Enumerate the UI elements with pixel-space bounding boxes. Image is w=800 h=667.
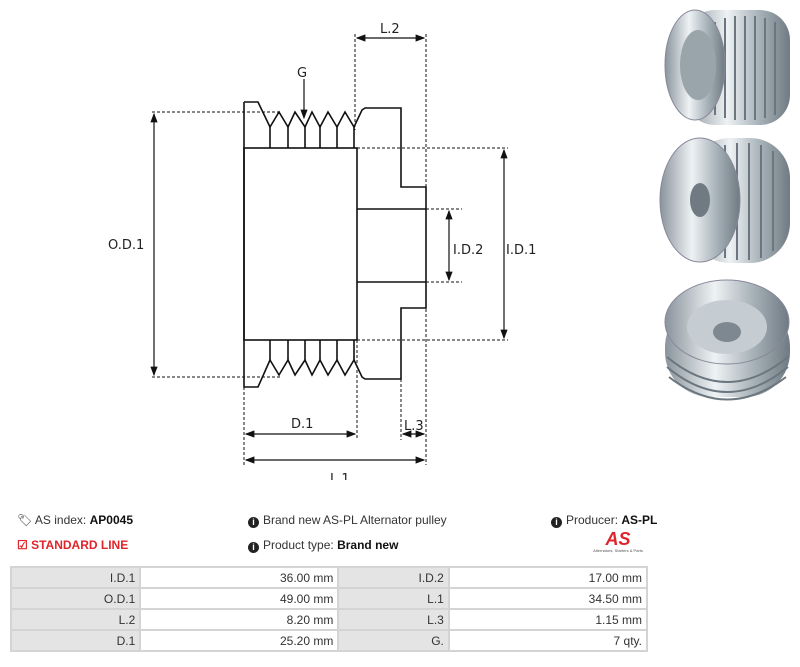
label-g: G [297, 66, 307, 81]
pulley-dimension-drawing: G L.2 O.D.1 I.D.1 I.D.2 D.1 L.3 L.1 [108, 22, 536, 480]
product-photo-side[interactable] [655, 0, 800, 135]
standard-line-badge: ☑ STANDARD LINE [17, 538, 129, 552]
spec-label: I.D.1 [9, 566, 142, 589]
spec-label: G. [337, 629, 450, 652]
spec-label: O.D.1 [9, 587, 142, 610]
info-icon: i [248, 542, 259, 553]
as-index-value: AP0045 [89, 513, 133, 527]
label-l3: L.3 [404, 419, 424, 434]
label-l1: L.1 [330, 472, 350, 480]
checkbox-icon: ☑ [17, 538, 28, 552]
spec-label: L.1 [337, 587, 450, 610]
dimension-guides [152, 34, 508, 465]
spec-value: 25.20 mm [139, 629, 340, 652]
product-photo-angled[interactable] [655, 272, 800, 407]
as-index: 🏷 AS index: AP0045 [17, 513, 133, 527]
spec-label: I.D.2 [337, 566, 450, 589]
as-pl-logo: AS Alternators, Starters & Parts [593, 529, 643, 553]
spec-value: 34.50 mm [447, 587, 649, 610]
label-id1: I.D.1 [506, 243, 536, 258]
label-od1: O.D.1 [108, 238, 144, 253]
pulley-outline [243, 101, 427, 388]
spec-value: 49.00 mm [139, 587, 340, 610]
info-icon: i [248, 517, 259, 528]
spec-label: L.2 [9, 608, 142, 631]
info-icon: i [551, 517, 562, 528]
product-photo-front[interactable] [655, 133, 800, 268]
spec-value: 1.15 mm [447, 608, 649, 631]
tag-icon: 🏷 [17, 513, 33, 527]
label-id2: I.D.2 [453, 243, 483, 258]
spec-value: 36.00 mm [139, 566, 340, 589]
spec-label: L.3 [337, 608, 450, 631]
spec-label: D.1 [9, 629, 142, 652]
label-d1: D.1 [291, 417, 313, 432]
spec-value: 17.00 mm [447, 566, 649, 589]
label-l2: L.2 [380, 22, 400, 37]
spec-value: 8.20 mm [139, 608, 340, 631]
spec-value: 7 qty. [447, 629, 649, 652]
dimension-arrows [150, 34, 508, 464]
